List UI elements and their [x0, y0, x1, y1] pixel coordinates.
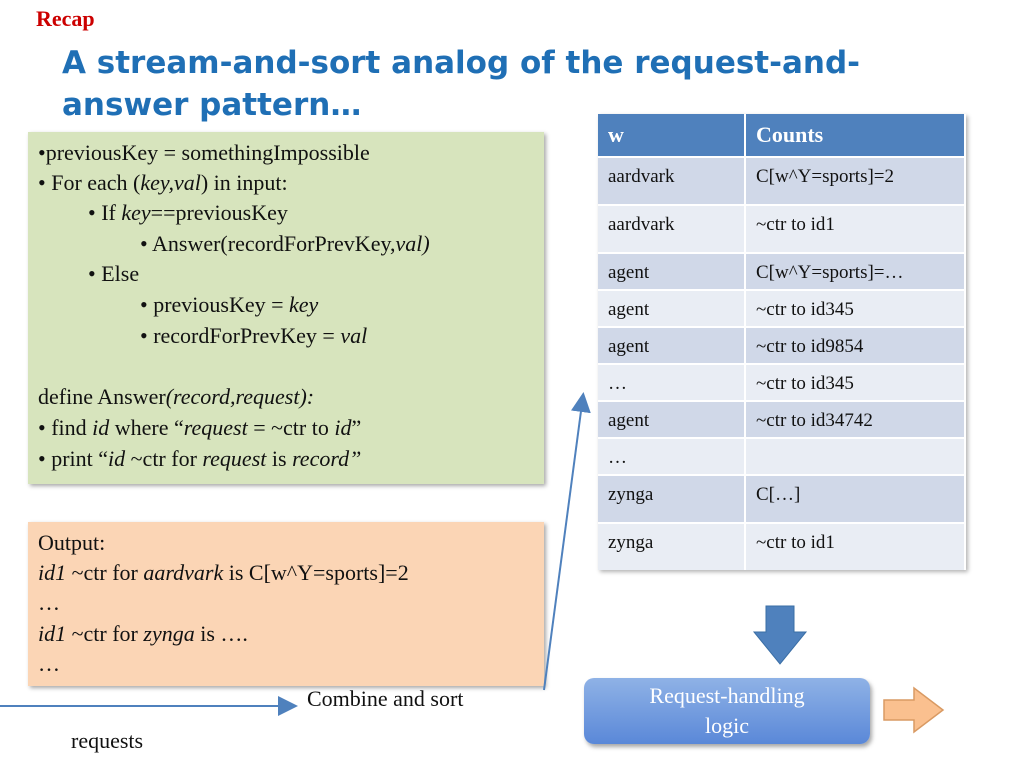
table-row: zynga~ctr to id1 — [598, 522, 966, 570]
table-cell: aardvark — [598, 156, 746, 205]
output-line: id1 ~ctr for aardvark is C[w^Y=sports]=2 — [38, 560, 409, 585]
table-cell: agent — [598, 252, 746, 290]
table-cell: … — [598, 363, 746, 401]
table-cell: … — [598, 437, 746, 475]
table-row: agent~ctr to id34742 — [598, 400, 966, 438]
table-cell: aardvark — [598, 204, 746, 253]
table-cell: ~ctr to id9854 — [745, 326, 966, 364]
column-header-w: w — [598, 114, 746, 157]
requests-label: requests — [71, 728, 144, 753]
code-line: • Else — [88, 261, 140, 286]
request-handling-line-1: Request-handling — [649, 683, 805, 708]
title-line-2: answer pattern… — [62, 87, 362, 123]
table-cell: C[w^Y=sports]=… — [745, 252, 966, 290]
table-cell: ~ctr to id345 — [745, 363, 966, 401]
table-cell: C[…] — [745, 474, 966, 523]
down-block-arrow-icon — [752, 605, 808, 665]
table-row: …~ctr to id345 — [598, 363, 966, 401]
table-cell: C[w^Y=sports]=2 — [745, 156, 966, 205]
table-row: agent~ctr to id345 — [598, 289, 966, 327]
recap-label: Recap — [36, 6, 95, 31]
table-cell: ~ctr to id345 — [745, 289, 966, 327]
right-block-arrow-icon — [883, 686, 945, 734]
code-line: • Answer(recordForPrevKey,val) — [140, 231, 430, 256]
code-line: • find id where “request = ~ctr to id” — [38, 415, 362, 440]
pseudocode-box: •previousKey = somethingImpossible • For… — [28, 132, 544, 484]
code-line: • recordForPrevKey = val — [140, 323, 368, 348]
code-line: • For each (key,val) in input: — [38, 170, 288, 195]
output-heading: Output: — [38, 530, 106, 555]
table-cell: zynga — [598, 522, 746, 570]
table-cell: ~ctr to id34742 — [745, 400, 966, 438]
table-row: agent~ctr to id9854 — [598, 326, 966, 364]
table-feed-arrow — [543, 392, 591, 691]
output-box: Output: id1 ~ctr for aardvark is C[w^Y=s… — [28, 522, 544, 686]
slide-title: A stream-and-sort analog of the request-… — [62, 42, 882, 126]
request-handling-logic-box: Request-handling logic — [584, 678, 870, 744]
table-cell: agent — [598, 400, 746, 438]
table-cell — [745, 437, 966, 475]
output-line: … — [38, 651, 60, 676]
code-line: • previousKey = key — [140, 292, 319, 317]
table-cell: agent — [598, 289, 746, 327]
table-header-row: w Counts — [598, 114, 966, 157]
output-line: id1 ~ctr for zynga is …. — [38, 621, 248, 646]
code-line: • print “id ~ctr for request is record” — [38, 446, 362, 471]
column-header-counts: Counts — [745, 114, 966, 157]
table-cell: zynga — [598, 474, 746, 523]
table-cell: agent — [598, 326, 746, 364]
table-row: aardvark~ctr to id1 — [598, 204, 966, 253]
combine-and-sort-label: Combine and sort — [307, 686, 464, 711]
table-cell: ~ctr to id1 — [745, 204, 966, 253]
output-line: … — [38, 590, 60, 615]
table-row: … — [598, 437, 966, 475]
code-line: define Answer(record,request): — [38, 384, 315, 409]
code-line: •previousKey = somethingImpossible — [38, 140, 370, 165]
title-line-1: A stream-and-sort analog of the request-… — [62, 45, 861, 81]
code-line: • If key==previousKey — [88, 200, 288, 225]
request-handling-line-2: logic — [705, 713, 749, 738]
table-cell: ~ctr to id1 — [745, 522, 966, 570]
